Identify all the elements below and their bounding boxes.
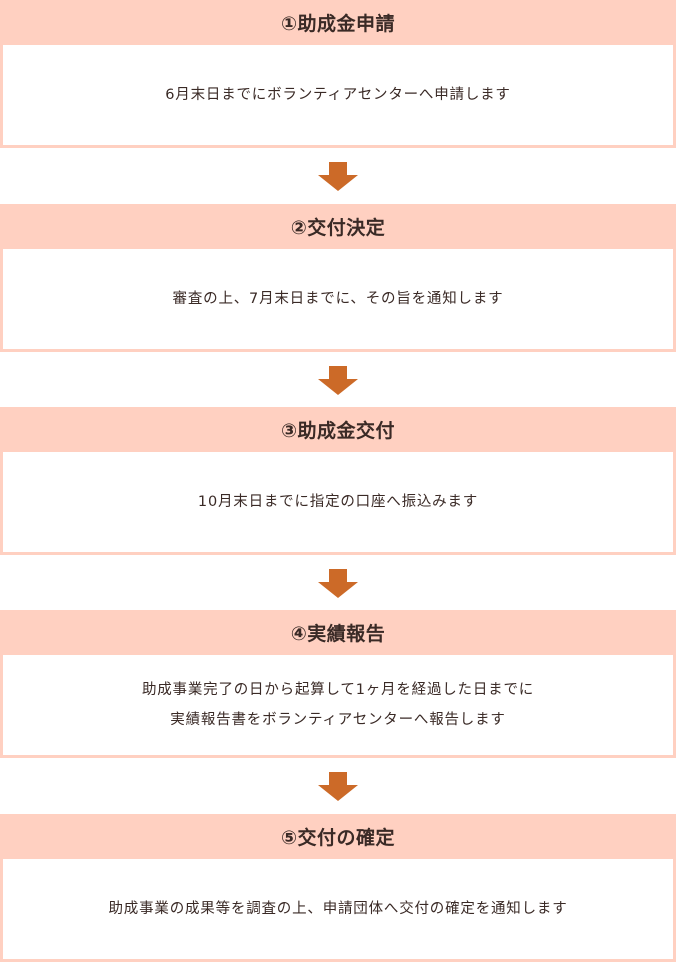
step-title: ①助成金申請 <box>0 0 676 45</box>
step-description: 6月末日までにボランティアセンターへ申請します <box>0 45 676 148</box>
step-description-line: 6月末日までにボランティアセンターへ申請します <box>165 87 511 103</box>
step-description-line: 実績報告書をボランティアセンターへ報告します <box>170 712 506 728</box>
step-description: 審査の上、7月末日までに、その旨を通知します <box>0 249 676 352</box>
step-description-line: 10月末日までに指定の口座へ振込みます <box>197 494 479 510</box>
step-description-line: 審査の上、7月末日までに、その旨を通知します <box>172 291 504 307</box>
step-title: ⑤交付の確定 <box>0 814 676 859</box>
down-arrow-icon <box>318 772 358 801</box>
step-title: ②交付決定 <box>0 204 676 249</box>
down-arrow-icon <box>318 162 358 191</box>
step-title: ③助成金交付 <box>0 407 676 452</box>
step-description-line: 助成事業完了の日から起算して1ヶ月を経過した日までに <box>141 682 535 698</box>
step-5-confirmation: ⑤交付の確定 助成事業の成果等を調査の上、申請団体へ交付の確定を通知します <box>0 814 676 962</box>
step-description-line: 助成事業の成果等を調査の上、申請団体へ交付の確定を通知します <box>108 901 568 917</box>
step-1-application: ①助成金申請 6月末日までにボランティアセンターへ申請します <box>0 0 676 148</box>
step-3-payment: ③助成金交付 10月末日までに指定の口座へ振込みます <box>0 407 676 555</box>
step-4-report: ④実績報告 助成事業完了の日から起算して1ヶ月を経過した日までに 実績報告書をボ… <box>0 610 676 758</box>
step-description: 助成事業完了の日から起算して1ヶ月を経過した日までに 実績報告書をボランティアセ… <box>0 655 676 758</box>
down-arrow-icon <box>318 569 358 598</box>
down-arrow-icon <box>318 366 358 395</box>
step-title: ④実績報告 <box>0 610 676 655</box>
step-2-decision: ②交付決定 審査の上、7月末日までに、その旨を通知します <box>0 204 676 352</box>
step-description: 10月末日までに指定の口座へ振込みます <box>0 452 676 555</box>
step-description: 助成事業の成果等を調査の上、申請団体へ交付の確定を通知します <box>0 859 676 962</box>
